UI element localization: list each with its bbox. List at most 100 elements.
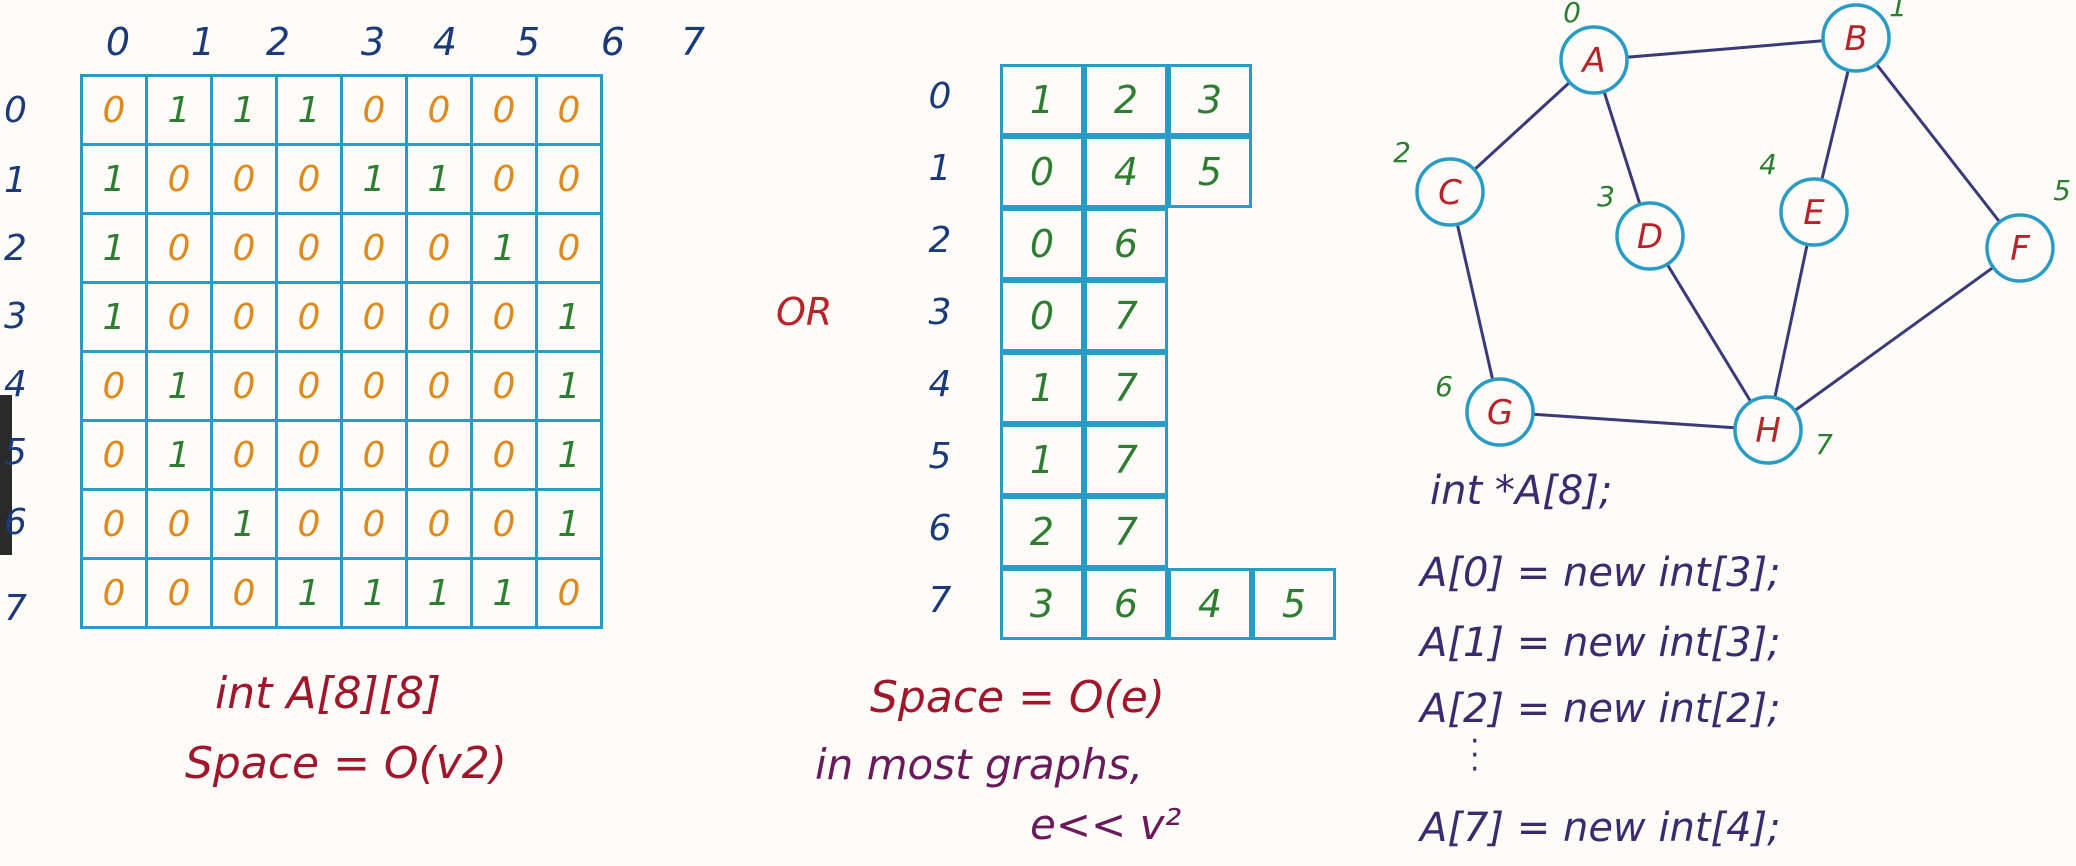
- list-row-header: 4: [928, 364, 952, 405]
- matrix-cell: 1: [340, 557, 408, 629]
- list-cell: 1: [1000, 352, 1084, 424]
- graph-edge: [1448, 191, 1502, 413]
- matrix-cell: 0: [275, 212, 343, 284]
- code-line-2: A[2] = new int[2];: [1420, 686, 1781, 732]
- list-note-line2: e<< v²: [1030, 800, 1182, 849]
- matrix-cell: 0: [210, 557, 278, 629]
- matrix-cell: 0: [275, 281, 343, 353]
- node-index: 5: [2053, 174, 2071, 207]
- list-cell: 5: [1252, 568, 1336, 640]
- col-header: 0: [105, 20, 131, 64]
- matrix-cell: 0: [80, 350, 148, 422]
- ellipsis-dots: ···: [1470, 724, 1480, 787]
- list-cell: 7: [1084, 352, 1168, 424]
- list-row-header: 7: [928, 580, 952, 621]
- row-header: 7: [4, 588, 27, 629]
- list-cell: 7: [1084, 424, 1168, 496]
- list-cell: 7: [1084, 496, 1168, 568]
- matrix-cell: 0: [210, 350, 278, 422]
- list-cell: 0: [1000, 280, 1084, 352]
- graph-edge: [1593, 36, 1857, 62]
- matrix-cell: 0: [275, 143, 343, 215]
- list-cell: 1: [1000, 424, 1084, 496]
- graph-edges: [1448, 36, 2022, 432]
- matrix-cell: 0: [405, 74, 473, 146]
- node-index: 7: [1815, 428, 1833, 461]
- node-label: B: [1844, 19, 1867, 59]
- graph-node: [1779, 177, 1849, 247]
- matrix-cell: 1: [145, 74, 213, 146]
- node-label: H: [1755, 411, 1781, 451]
- matrix-space-complexity: Space = O(v2): [185, 738, 507, 789]
- list-row-header: 2: [928, 220, 952, 261]
- node-index: 6: [1435, 370, 1453, 403]
- matrix-cell: 0: [145, 143, 213, 215]
- matrix-cell: 0: [275, 488, 343, 560]
- matrix-cell: 1: [275, 74, 343, 146]
- matrix-cell: 1: [145, 350, 213, 422]
- graph-node: [1415, 157, 1485, 227]
- matrix-cell: 0: [145, 212, 213, 284]
- matrix-cell: 0: [405, 350, 473, 422]
- matrix-cell: 0: [80, 419, 148, 491]
- matrix-cell: 0: [470, 143, 538, 215]
- matrix-cell: 0: [275, 350, 343, 422]
- matrix-cell: 0: [535, 74, 603, 146]
- matrix-cell: 1: [80, 143, 148, 215]
- matrix-cell: 1: [80, 212, 148, 284]
- graph-node: [1733, 395, 1803, 465]
- left-edge-strip: [0, 395, 12, 555]
- graph-edge: [1766, 211, 1816, 431]
- row-header: 5: [4, 432, 27, 473]
- row-header: 6: [4, 502, 27, 543]
- matrix-cell: 0: [80, 488, 148, 560]
- matrix-cell: 0: [145, 488, 213, 560]
- matrix-cell: 1: [145, 419, 213, 491]
- code-line-1: A[1] = new int[3];: [1420, 620, 1781, 666]
- node-index: 4: [1759, 148, 1777, 181]
- node-label: F: [2010, 229, 2030, 269]
- node-label: E: [1803, 193, 1825, 233]
- matrix-cell: 1: [535, 488, 603, 560]
- list-cell: 3: [1000, 568, 1084, 640]
- node-label: C: [1438, 173, 1462, 213]
- row-header: 0: [4, 90, 27, 131]
- col-header: 7: [680, 20, 706, 64]
- graph-node: [1821, 3, 1891, 73]
- list-row-header: 3: [928, 292, 952, 333]
- matrix-cell: 0: [470, 419, 538, 491]
- matrix-cell: 0: [145, 281, 213, 353]
- col-header: 1: [190, 20, 216, 64]
- matrix-cell: 1: [210, 488, 278, 560]
- code-line-7: A[7] = new int[4];: [1420, 805, 1781, 851]
- matrix-cell: 0: [275, 419, 343, 491]
- matrix-cell: 0: [470, 281, 538, 353]
- matrix-cell: 0: [340, 350, 408, 422]
- list-row-header: 1: [928, 148, 952, 189]
- list-cell: 0: [1000, 136, 1084, 208]
- node-label: G: [1487, 393, 1513, 433]
- list-row-header: 0: [928, 76, 952, 117]
- row-header: 2: [4, 228, 27, 269]
- node-index: 2: [1393, 136, 1411, 169]
- col-header: 6: [600, 20, 626, 64]
- matrix-cell: 0: [80, 557, 148, 629]
- list-cell: 7: [1084, 280, 1168, 352]
- matrix-cell: 0: [470, 74, 538, 146]
- node-label: A: [1580, 41, 1605, 81]
- list-cell: 5: [1168, 136, 1252, 208]
- list-cell: 6: [1084, 568, 1168, 640]
- matrix-cell: 0: [340, 419, 408, 491]
- list-cell: 4: [1084, 136, 1168, 208]
- matrix-cell: 0: [210, 419, 278, 491]
- graph-edge: [1767, 246, 2021, 432]
- col-header: 4: [432, 20, 458, 64]
- list-space-complexity: Space = O(e): [870, 672, 1165, 723]
- or-label: OR: [776, 290, 833, 334]
- list-cell: 2: [1084, 64, 1168, 136]
